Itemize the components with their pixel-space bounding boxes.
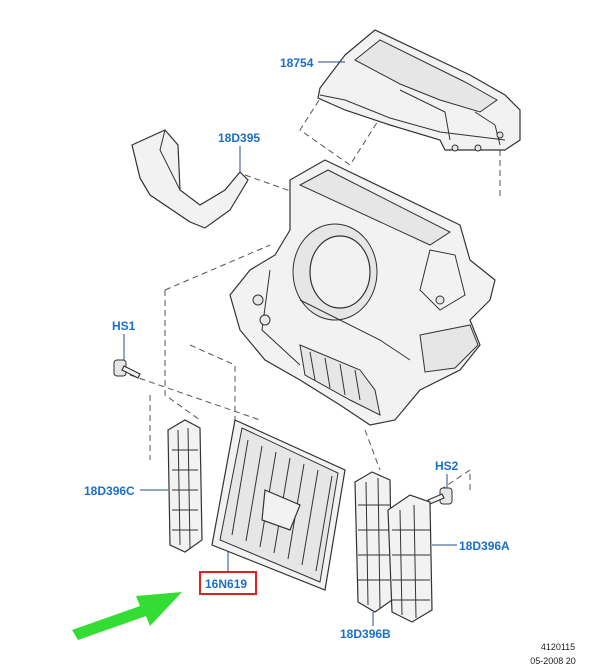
pointer-arrow: [72, 592, 182, 640]
callout-HS1: HS1: [112, 319, 136, 333]
callout-18D396A: 18D396A: [459, 539, 510, 553]
callout-18D396B: 18D396B: [340, 627, 391, 641]
screw-HS1: [113, 359, 141, 379]
reference-date: 05-2008 20: [530, 656, 576, 666]
screw-HS2: [427, 487, 453, 505]
leader-lines: [123, 61, 457, 626]
highlight-box: [199, 571, 257, 595]
heater-housing: [229, 159, 496, 426]
bracket-part-18D396B: [354, 471, 393, 613]
reference-number: 4120115: [541, 642, 575, 652]
callout-16N619: 16N619: [205, 577, 247, 591]
callout-18754: 18754: [280, 56, 314, 70]
cabin-filter-16N619: [211, 419, 346, 591]
callout-HS2: HS2: [435, 459, 459, 473]
callout-18D396C: 18D396C: [84, 484, 135, 498]
bracket-part-18D396C: [167, 419, 203, 553]
duct-part-18754: [317, 29, 521, 152]
callout-18D395: 18D395: [218, 131, 260, 145]
cover-part-18D395: [131, 129, 249, 229]
bracket-part-18D396A: [387, 494, 433, 623]
